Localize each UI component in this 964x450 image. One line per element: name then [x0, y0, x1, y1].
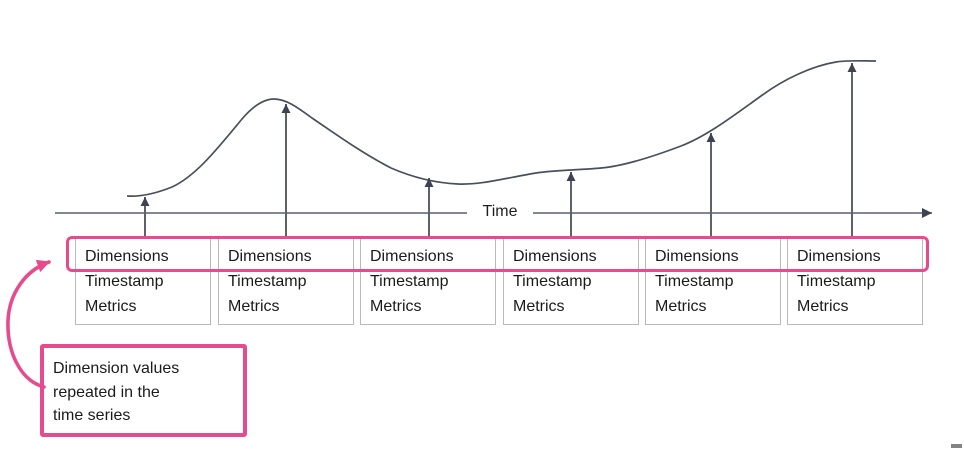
dimensions-highlight-band	[66, 236, 929, 272]
dimensions-field: Dimensions	[228, 248, 312, 265]
metrics-field: Metrics	[513, 298, 565, 315]
timestamp-field: Timestamp	[513, 273, 592, 290]
record-fields: Dimensions Timestamp Metrics	[788, 239, 922, 319]
bottom-right-artifact	[951, 444, 962, 448]
time-axis-label: Time	[482, 203, 518, 220]
record-fields: Dimensions Timestamp Metrics	[504, 239, 638, 319]
timestamp-field: Timestamp	[655, 273, 734, 290]
dimensions-field: Dimensions	[85, 248, 169, 265]
record-fields: Dimensions Timestamp Metrics	[646, 239, 780, 319]
record-box-6: Dimensions Timestamp Metrics	[787, 238, 923, 325]
record-box-3: Dimensions Timestamp Metrics	[360, 238, 496, 325]
metrics-field: Metrics	[228, 298, 280, 315]
dimensions-field: Dimensions	[655, 248, 739, 265]
record-fields: Dimensions Timestamp Metrics	[361, 239, 495, 319]
timestamp-field: Timestamp	[228, 273, 307, 290]
callout-line: time series	[53, 407, 131, 424]
callout-line: repeated in the	[53, 383, 160, 401]
timestamp-field: Timestamp	[797, 273, 876, 290]
metrics-field: Metrics	[655, 298, 707, 315]
record-box-2: Dimensions Timestamp Metrics	[218, 238, 354, 325]
record-box-5: Dimensions Timestamp Metrics	[645, 238, 781, 325]
dimensions-field: Dimensions	[370, 248, 454, 265]
metrics-field: Metrics	[797, 298, 849, 315]
dimensions-field: Dimensions	[797, 248, 881, 265]
time-series-curve	[126, 59, 877, 197]
annotation-callout: Dimension values repeated in the time se…	[40, 344, 247, 437]
timestamp-field: Timestamp	[370, 273, 449, 290]
dimensions-field: Dimensions	[513, 248, 597, 265]
record-box-4: Dimensions Timestamp Metrics	[503, 238, 639, 325]
record-box-1: Dimensions Timestamp Metrics	[75, 238, 211, 325]
timestamp-field: Timestamp	[85, 273, 164, 290]
callout-line: Dimension values	[53, 360, 180, 377]
metrics-field: Metrics	[85, 298, 137, 315]
record-fields: Dimensions Timestamp Metrics	[219, 239, 353, 319]
record-fields: Dimensions Timestamp Metrics	[76, 239, 210, 319]
metrics-field: Metrics	[370, 298, 422, 315]
